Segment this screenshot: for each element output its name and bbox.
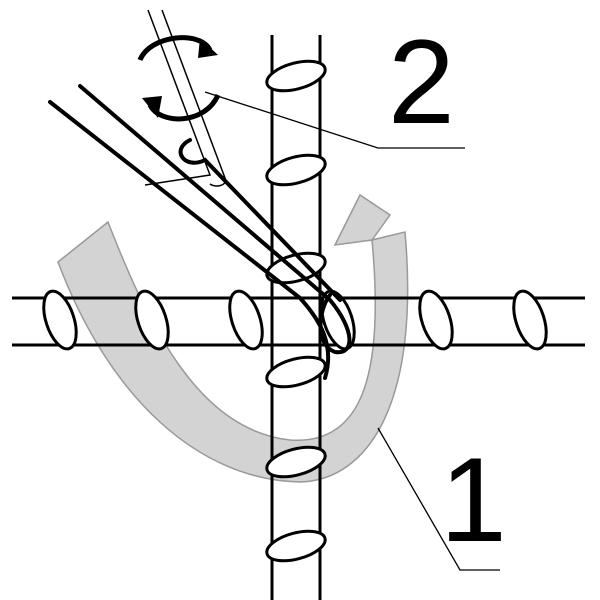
vertical-rebar — [270, 35, 322, 600]
label-step-1: 1 — [440, 433, 507, 567]
vertical-rebar-ribs — [265, 59, 327, 563]
label-step-2: 2 — [388, 15, 455, 149]
curved-arrow-icon — [57, 193, 409, 483]
leader-lines — [204, 91, 500, 571]
tying-hook-icon — [144, 9, 227, 187]
rotation-arrows-icon — [137, 35, 221, 122]
horizontal-rebar-ribs — [42, 289, 548, 351]
